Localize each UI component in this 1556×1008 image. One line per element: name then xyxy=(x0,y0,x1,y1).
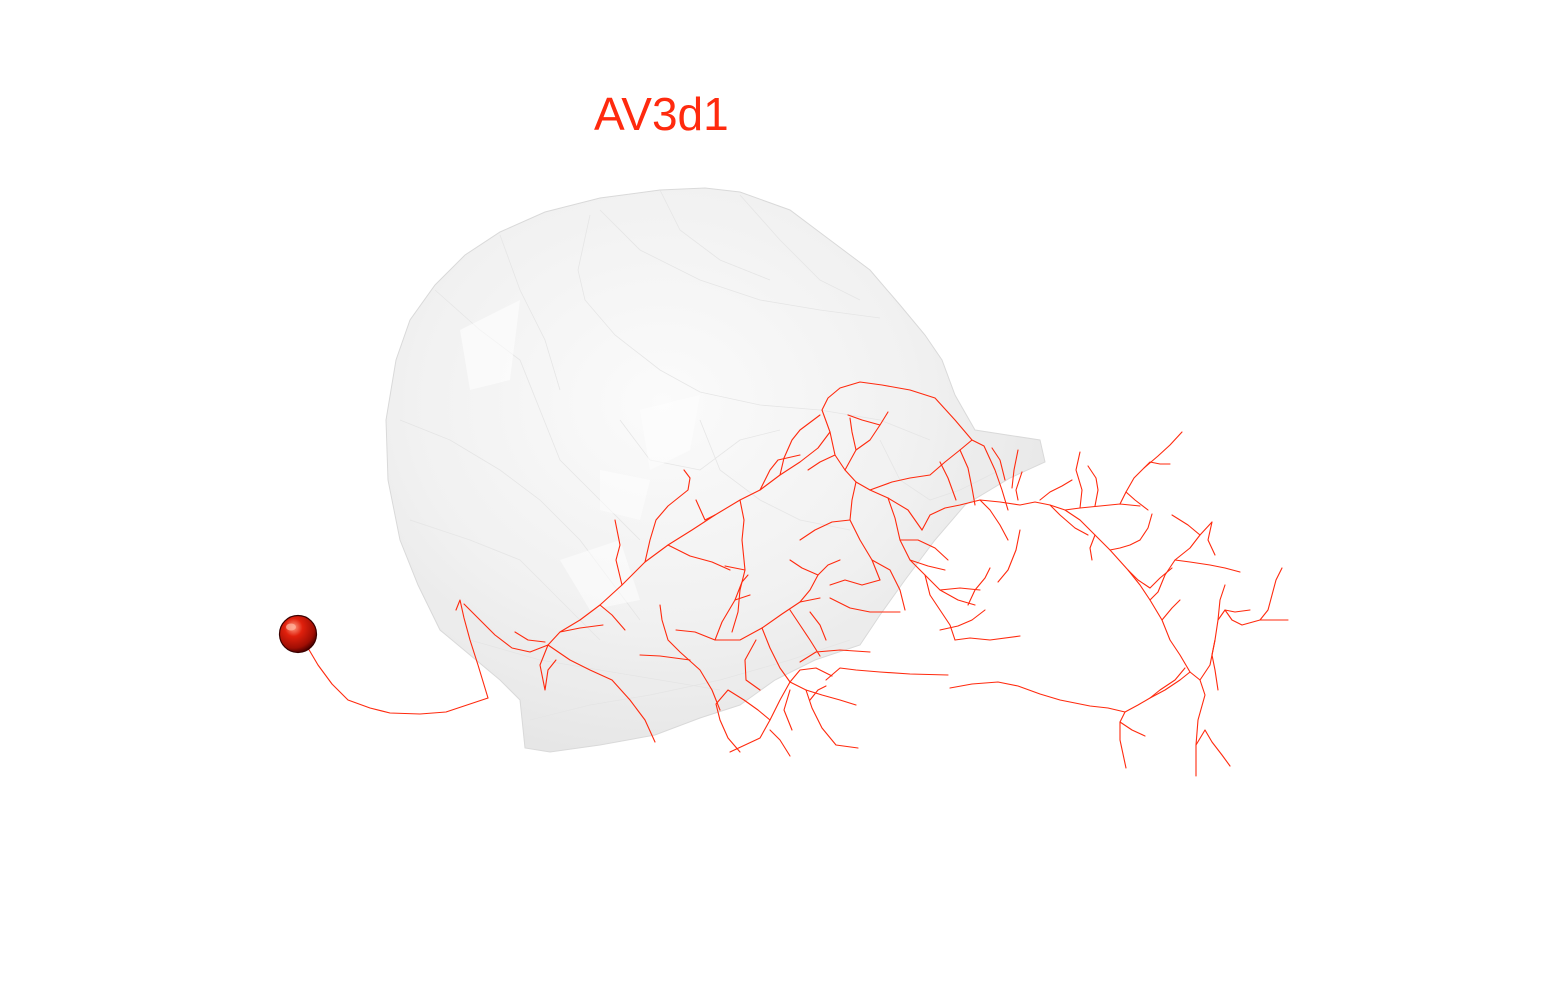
axon-initial-segment xyxy=(307,647,489,715)
neuron-tracing xyxy=(307,381,1289,777)
mesh-shading xyxy=(460,300,700,610)
axon-trunk xyxy=(455,599,489,699)
mesh-surface xyxy=(385,187,1046,753)
soma xyxy=(278,614,318,654)
neuron-title: AV3d1 xyxy=(594,88,729,140)
brain-region-mesh xyxy=(385,187,1046,753)
